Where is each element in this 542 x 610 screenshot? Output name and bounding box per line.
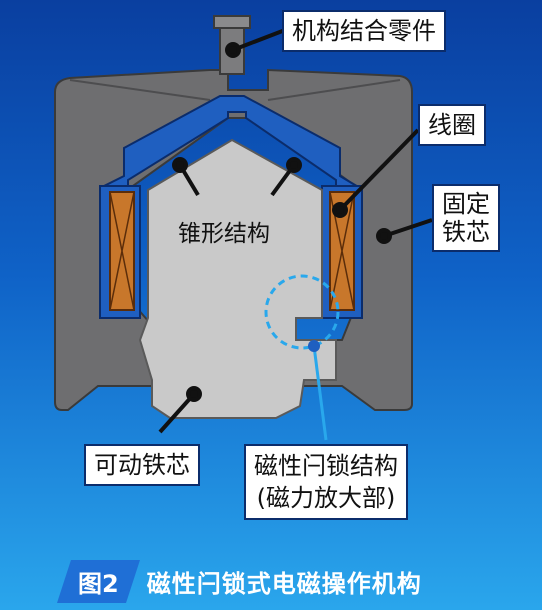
figure-number: 图2	[78, 569, 119, 598]
label-magnetic-latch-line2: (磁力放大部)	[256, 484, 396, 512]
label-magnetic-latch: 磁性闩锁结构 (磁力放大部)	[244, 444, 408, 520]
fixed-core-groove	[69, 79, 401, 101]
figure-number-badge: 图2	[57, 559, 140, 603]
label-coil: 线圈	[418, 104, 486, 146]
figure-caption: 图2 磁性闩锁式电磁操作机构	[57, 559, 484, 603]
leader-lines	[158, 28, 433, 434]
latch-leader-dot	[308, 340, 320, 352]
label-movable-core: 可动铁芯	[84, 444, 200, 486]
movable-core	[138, 138, 337, 419]
label-mechanism-joint: 机构结合零件	[282, 10, 446, 52]
label-magnetic-latch-line1: 磁性闩锁结构	[254, 452, 398, 480]
label-fixed-core-line2: 铁芯	[442, 218, 490, 246]
coil-winding-left	[109, 191, 135, 311]
label-fixed-core: 固定 铁芯	[432, 184, 500, 252]
latch-leader-line	[312, 345, 328, 441]
latch-highlight-circle	[264, 274, 340, 350]
figure-title: 磁性闩锁式电磁操作机构	[146, 569, 422, 598]
label-fixed-core-line1: 固定	[442, 190, 490, 218]
joint-bolt-head	[213, 15, 251, 29]
label-cone-structure: 锥形结构	[178, 221, 270, 247]
